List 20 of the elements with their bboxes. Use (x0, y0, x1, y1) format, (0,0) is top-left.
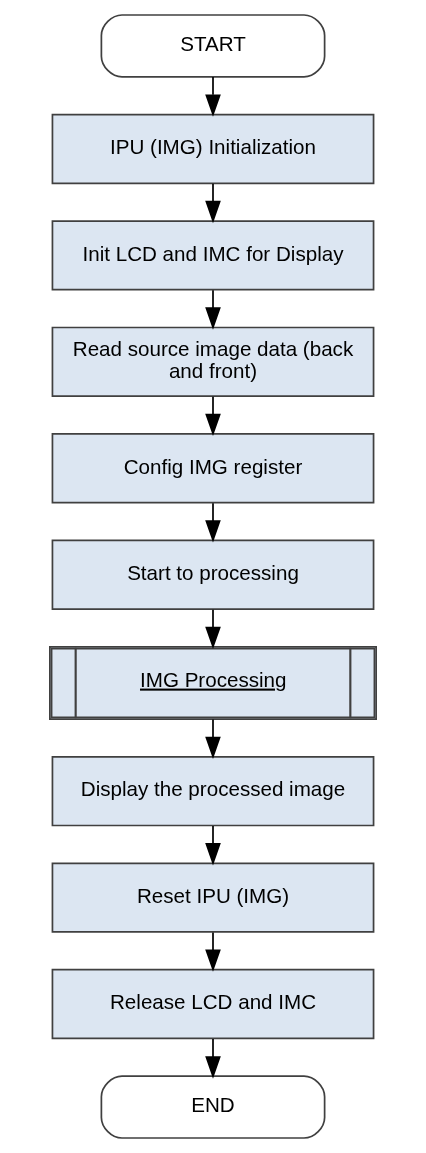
node-box: Display the processed image (51, 755, 375, 827)
node-box: START (100, 14, 326, 78)
arrow (205, 289, 221, 330)
arrow (205, 76, 221, 117)
node-box: Config IMG register (51, 433, 375, 504)
node-box: END (100, 1075, 326, 1139)
arrow (205, 931, 221, 972)
arrow (205, 718, 221, 760)
node-box: Read source image data (back and front) (51, 326, 375, 398)
node-box: Start to processing (51, 539, 375, 610)
node-box: Release LCD and IMC (51, 968, 375, 1040)
arrow (205, 608, 221, 650)
node-box: IPU (IMG) Initialization (51, 113, 375, 185)
node-box: Init LCD and IMC for Display (51, 220, 375, 291)
node-box: Reset IPU (IMG) (51, 862, 375, 933)
arrow (205, 1038, 221, 1079)
arrow (205, 502, 221, 543)
arrow (205, 182, 221, 224)
arrow (205, 825, 221, 866)
arrow (205, 395, 221, 437)
